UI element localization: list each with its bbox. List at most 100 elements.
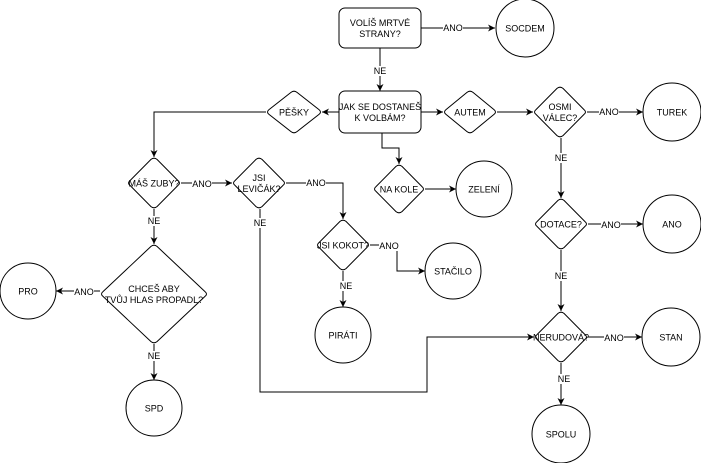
- decision-diamond: [534, 86, 586, 138]
- edge-label: ANO: [599, 107, 619, 117]
- process-box: [338, 7, 422, 49]
- arrowhead-icon: [339, 212, 347, 219]
- node-label: JAK SE DOSTANEŠ: [339, 102, 421, 112]
- connector-line: [381, 133, 400, 164]
- node-q-kokot[interactable]: JSI KOKOT?: [317, 219, 369, 271]
- edge-label-text: ANO: [306, 178, 326, 188]
- node-turek[interactable]: TUREK: [642, 82, 701, 142]
- edge-label: NE: [557, 374, 571, 384]
- terminal-circle: [642, 194, 701, 254]
- node-label: DOTACE?: [540, 220, 582, 230]
- node-label: STRANY?: [359, 29, 401, 39]
- node-label: MÁŠ ZUBY?: [128, 179, 179, 189]
- arrowhead-icon: [225, 179, 232, 187]
- node-pesky[interactable]: PĚŠKY: [267, 90, 321, 134]
- node-q-nerudova[interactable]: NERUDOVÁ?: [533, 311, 589, 363]
- node-pro[interactable]: PRO: [0, 262, 57, 320]
- node-label: JSI: [252, 173, 265, 183]
- node-q-dotace[interactable]: DOTACE?: [535, 198, 587, 250]
- edge-label: NE: [253, 218, 267, 228]
- terminal-circle: [531, 404, 591, 463]
- edge-label: NE: [554, 271, 568, 281]
- node-label: PRO: [18, 287, 38, 297]
- node-zeleni[interactable]: ZELENÍ: [455, 160, 513, 218]
- edge-q-levicak-to-q-kokot: [286, 182, 347, 219]
- node-spd[interactable]: SPD: [125, 379, 183, 437]
- edge-label-text: NE: [555, 271, 568, 281]
- node-label: NERUDOVÁ?: [533, 333, 589, 343]
- edge-q-propadl-to-spd: [150, 344, 158, 380]
- edge-label-text: ANO: [443, 23, 463, 33]
- node-pirati[interactable]: PIRÁTI: [314, 306, 372, 364]
- decision-diamond: [233, 157, 285, 209]
- edge-label: ANO: [192, 179, 212, 189]
- connector-line: [259, 209, 534, 393]
- edge-q-volby-to-autem: [421, 108, 443, 116]
- arrowhead-icon: [322, 108, 329, 116]
- node-label: AUTEM: [454, 108, 486, 118]
- edge-label: NE: [147, 216, 161, 226]
- node-autem[interactable]: AUTEM: [444, 90, 496, 134]
- arrowhead-icon: [418, 267, 425, 275]
- arrowhead-icon: [635, 333, 642, 341]
- node-stacilo[interactable]: STAČILO: [424, 242, 482, 300]
- decision-diamond: [444, 90, 496, 134]
- terminal-circle: [314, 306, 372, 364]
- arrowhead-icon: [488, 24, 495, 32]
- node-nakole[interactable]: NA KOLE: [374, 164, 424, 214]
- edge-label: NE: [554, 153, 568, 163]
- node-label: OSMI: [548, 102, 571, 112]
- decision-diamond: [128, 157, 180, 209]
- decision-diamond: [267, 90, 321, 134]
- edge-label: ANO: [379, 241, 399, 251]
- node-label: VÁLEC?: [543, 113, 578, 123]
- node-label: PĚŠKY: [279, 108, 309, 118]
- node-label: SOCDEM: [505, 24, 545, 34]
- terminal-circle: [0, 262, 57, 320]
- edge-label-text: NE: [148, 216, 161, 226]
- edge-label: NE: [147, 351, 161, 361]
- arrowhead-icon: [557, 398, 565, 405]
- edge-label-text: ANO: [599, 107, 619, 117]
- node-label: PIRÁTI: [328, 331, 357, 341]
- arrowhead-icon: [636, 220, 643, 228]
- node-label: STAČILO: [434, 267, 472, 277]
- edge-label: NE: [373, 66, 387, 76]
- node-label: VOLÍŠ MRTVÉ: [350, 18, 410, 28]
- edge-q-volby-to-pesky: [322, 108, 339, 116]
- node-label: ZELENÍ: [468, 185, 500, 195]
- node-label: TUREK: [657, 108, 688, 118]
- node-label: JSI KOKOT?: [317, 241, 369, 251]
- node-label: SPOLU: [546, 430, 577, 440]
- node-spolu[interactable]: SPOLU: [531, 404, 591, 463]
- arrowhead-icon: [527, 333, 534, 341]
- edge-label-text: ANO: [604, 333, 624, 343]
- arrowhead-icon: [526, 108, 533, 116]
- edge-label-text: ANO: [601, 220, 621, 230]
- arrowhead-icon: [150, 150, 158, 157]
- terminal-circle: [495, 0, 555, 58]
- node-q-zuby[interactable]: MÁŠ ZUBY?: [128, 157, 180, 209]
- edge-label-text: ANO: [379, 241, 399, 251]
- terminal-circle: [455, 160, 513, 218]
- edge-label: ANO: [601, 220, 621, 230]
- node-ano-party[interactable]: ANO: [642, 194, 701, 254]
- edge-label-text: NE: [340, 281, 353, 291]
- edge-label-text: NE: [374, 66, 387, 76]
- edge-nakole-to-zeleni: [425, 185, 456, 193]
- node-label: CHCEŠ ABY: [128, 284, 180, 294]
- edge-pesky-to-q-zuby: [150, 111, 266, 157]
- terminal-circle: [642, 82, 701, 142]
- arrowhead-icon: [150, 237, 158, 244]
- node-label: NA KOLE: [380, 185, 419, 195]
- connector-line: [286, 182, 344, 219]
- node-socdem[interactable]: SOCDEM: [495, 0, 555, 58]
- node-stan[interactable]: STAN: [641, 307, 701, 367]
- arrowhead-icon: [150, 373, 158, 380]
